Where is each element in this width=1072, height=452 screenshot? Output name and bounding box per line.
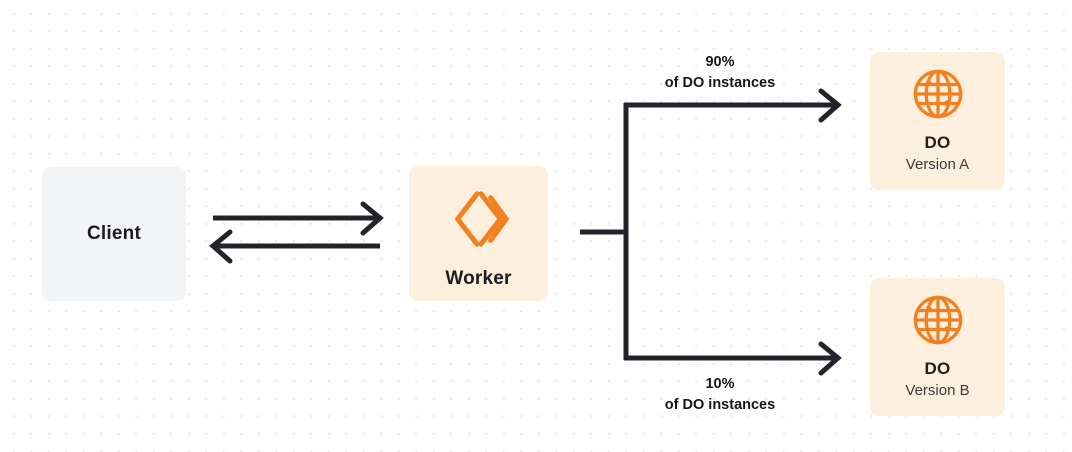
edge-worker-split-trunk [580,103,629,360]
node-worker: Worker [409,166,548,301]
node-client-label: Client [87,223,141,244]
edge-label-do-a-description: of DO instances [664,75,776,92]
edge-worker-to-do-a [624,88,842,123]
cloudflare-workers-icon [448,188,510,250]
node-do-version-a: DO Version A [870,52,1005,190]
edge-label-do-a-percent: 90% [705,54,735,70]
node-client: Client [42,167,186,301]
node-do-version-a-subtitle: Version A [905,156,970,173]
node-do-version-b: DO Version B [870,278,1005,416]
edge-client-to-worker [213,201,384,236]
edge-worker-to-client [209,229,380,264]
edge-worker-to-do-b [624,341,842,376]
edge-label-do-a: 90% of DO instances [620,52,820,94]
node-worker-label: Worker [445,268,512,289]
node-do-version-b-title: DO [924,359,951,378]
node-do-version-a-title: DO [924,133,951,152]
globe-icon [909,65,967,123]
edge-label-do-b-description: of DO instances [664,397,776,414]
globe-icon [909,291,967,349]
edge-label-do-b-percent: 10% [705,376,735,392]
edge-label-do-b: 10% of DO instances [620,374,820,416]
node-do-version-b-subtitle: Version B [905,382,970,399]
